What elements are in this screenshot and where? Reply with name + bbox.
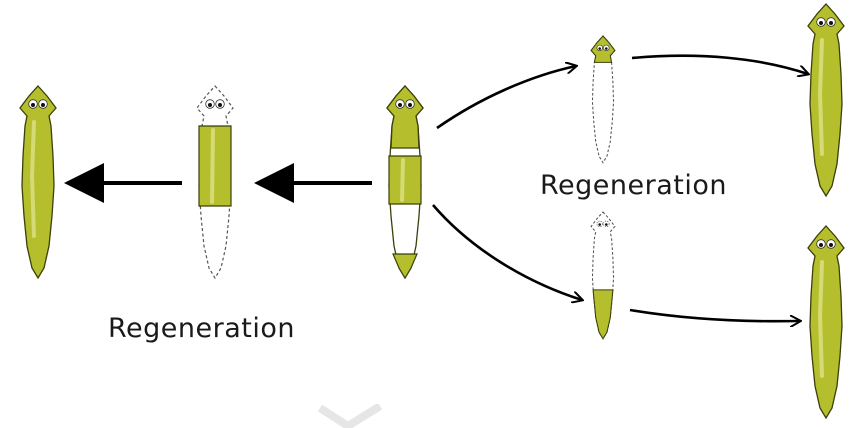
watermark-shape — [318, 404, 382, 428]
worm-regenerated-bottom-right — [808, 226, 844, 418]
worm-trunk-fragment — [197, 86, 233, 278]
worm-regenerated-top-right — [808, 4, 844, 196]
regeneration-label-left: Regeneration — [108, 313, 295, 344]
arrow-tail-to-regenerated — [630, 310, 800, 321]
worm-cut-center — [387, 86, 423, 278]
arrow-head-to-regenerated — [632, 56, 808, 74]
worm-regenerated-left — [20, 86, 56, 278]
worm-head-fragment — [591, 36, 615, 163]
worm-tail-fragment — [591, 212, 615, 339]
regeneration-label-right: Regeneration — [540, 170, 727, 201]
arrow-to-head-fragment — [437, 66, 576, 128]
arrow-to-tail-fragment — [433, 205, 582, 300]
